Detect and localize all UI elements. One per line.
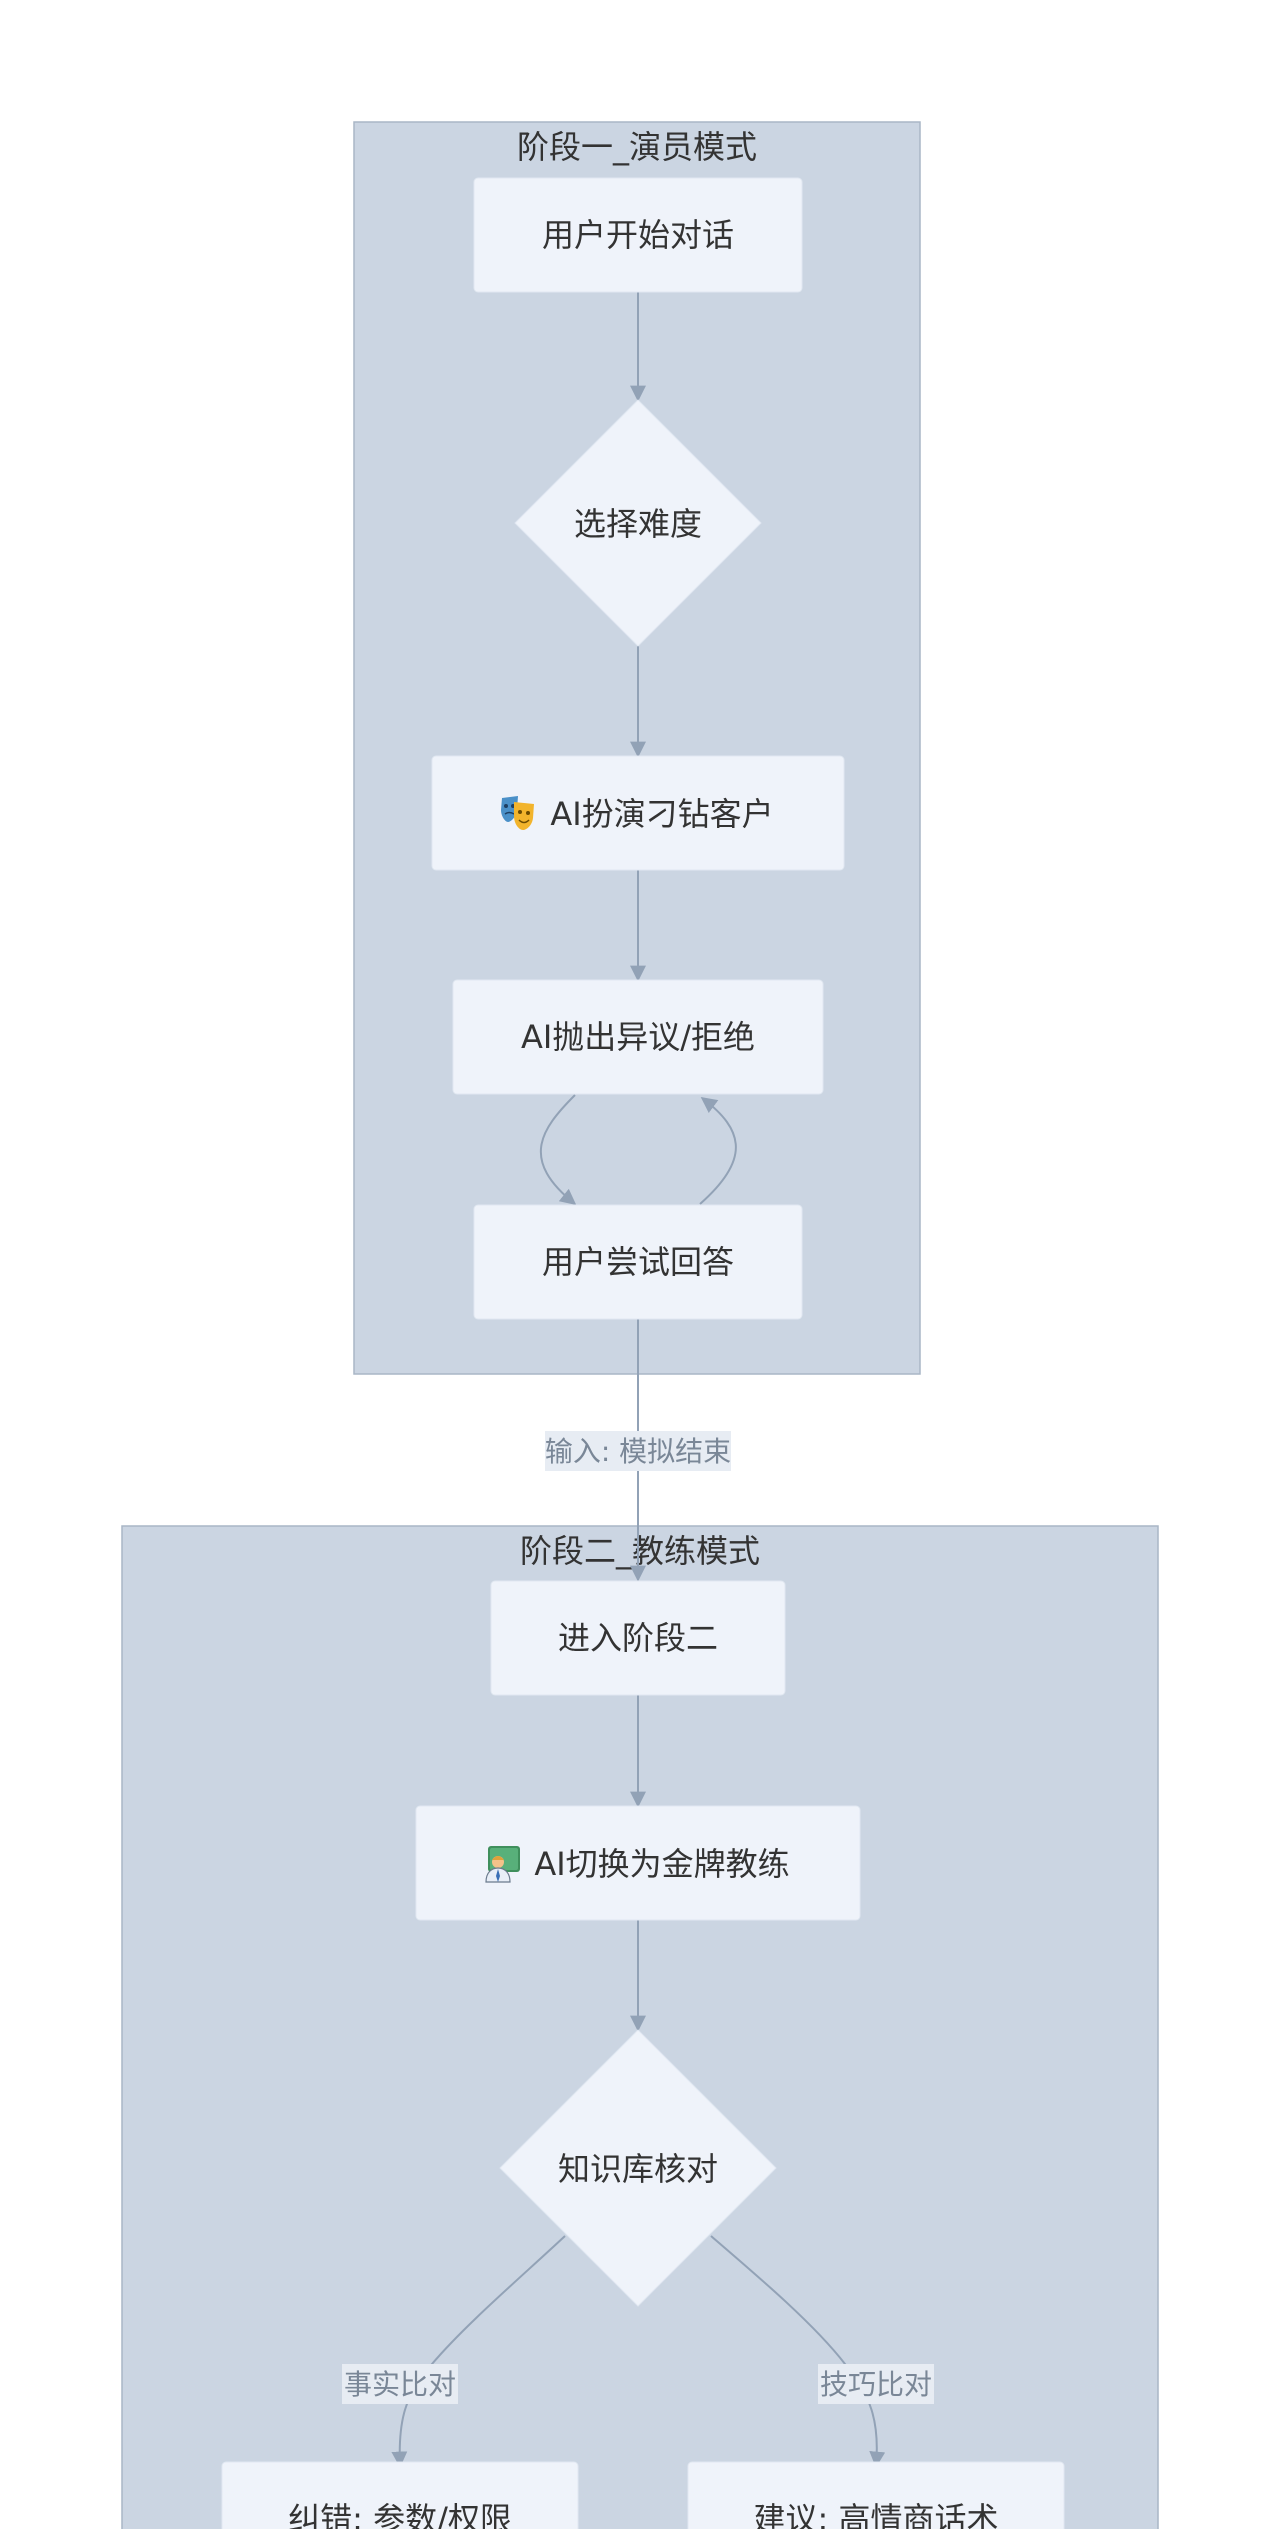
node-correct-error-label: 纠错: 参数/权限 [288,2500,512,2529]
edge-label-skill-compare: 技巧比对 [818,2364,934,2404]
node-user-answer[interactable]: 用户尝试回答 [473,1204,803,1320]
node-kb-check[interactable]: 知识库核对 [499,2029,777,2307]
node-ai-coach-label: AI切换为金牌教练 [534,1845,789,1883]
node-user-start[interactable]: 用户开始对话 [473,177,803,293]
node-ai-objection[interactable]: AI抛出异议/拒绝 [452,979,824,1095]
node-correct-error[interactable]: 纠错: 参数/权限 [221,2461,579,2529]
edge-label-fact-compare-text: 事实比对 [344,2368,456,2401]
node-select-difficulty[interactable]: 选择难度 [514,399,762,647]
node-user-start-label: 用户开始对话 [542,216,734,254]
edge-label-sim-end-text: 输入: 模拟结束 [545,1435,731,1468]
node-suggestion[interactable]: 建议: 高情商话术 [687,2461,1065,2529]
edge-answer-to-objection [699,1097,737,1205]
edges [391,292,886,2468]
node-suggestion-label: 建议: 高情商话术 [754,2500,999,2529]
node-user-answer-label: 用户尝试回答 [542,1243,734,1281]
edge-kb-to-correct [391,2235,566,2468]
node-kb-check-label: 知识库核对 [558,2150,718,2188]
node-enter-stage2-label: 进入阶段二 [558,1619,718,1657]
edge-label-sim-end: 输入: 模拟结束 [545,1431,731,1471]
theater-masks-icon [501,796,534,830]
node-enter-stage2[interactable]: 进入阶段二 [490,1580,786,1696]
cluster-stage2-title: 阶段二_教练模式 [520,1532,760,1570]
node-ai-role-label: AI扮演刁钻客户 [550,795,773,833]
edge-label-skill-compare-text: 技巧比对 [820,2368,932,2401]
cluster-stage1-title: 阶段一_演员模式 [517,128,757,166]
teacher-icon [485,1846,520,1883]
node-ai-coach[interactable]: AI切换为金牌教练 [415,1805,861,1921]
edge-label-fact-compare: 事实比对 [342,2364,458,2404]
edge-kb-to-suggestion [710,2235,886,2468]
node-select-difficulty-label: 选择难度 [574,505,702,543]
node-ai-objection-label: AI抛出异议/拒绝 [521,1018,755,1056]
node-ai-role[interactable]: AI扮演刁钻客户 [431,755,845,871]
edge-objection-to-answer [539,1094,577,1206]
